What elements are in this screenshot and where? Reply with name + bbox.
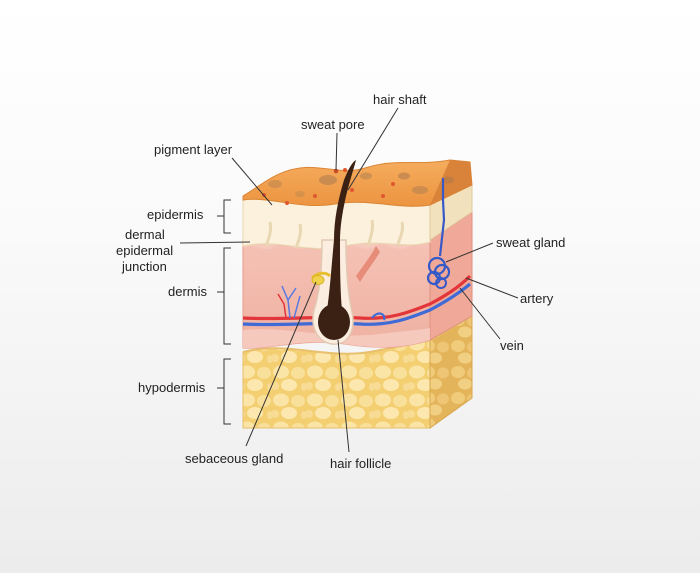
label-sebaceous-gland: sebaceous gland — [185, 451, 284, 466]
label-hair-follicle: hair follicle — [330, 456, 392, 471]
label-vein: vein — [500, 338, 524, 353]
sweat-gland — [426, 178, 451, 289]
sweat-pore-mark — [333, 168, 339, 174]
label-dermis: dermis — [168, 284, 208, 299]
layer-brackets — [217, 199, 231, 425]
label-pigment-layer: pigment layer — [154, 142, 233, 157]
hypodermis-layer — [242, 315, 473, 429]
sebaceous-gland — [310, 271, 332, 285]
label-sweat-gland: sweat gland — [496, 235, 566, 250]
label-dermal-epidermal-junction-1: dermal — [125, 227, 165, 242]
leader-lines — [179, 107, 519, 453]
label-sweat-pore: sweat pore — [301, 117, 365, 132]
label-dermal-epidermal-junction-2: epidermal — [116, 243, 174, 258]
label-artery: artery — [520, 291, 554, 306]
label-hair-shaft: hair shaft — [373, 92, 427, 107]
arrector-muscle — [356, 246, 380, 282]
pigment-layer — [242, 159, 473, 207]
hair-follicle-structure — [312, 160, 356, 345]
label-epidermis: epidermis — [147, 207, 204, 222]
blood-vessels — [242, 274, 472, 327]
label-hypodermis: hypodermis — [138, 380, 206, 395]
label-dermal-epidermal-junction-3: junction — [122, 259, 167, 274]
